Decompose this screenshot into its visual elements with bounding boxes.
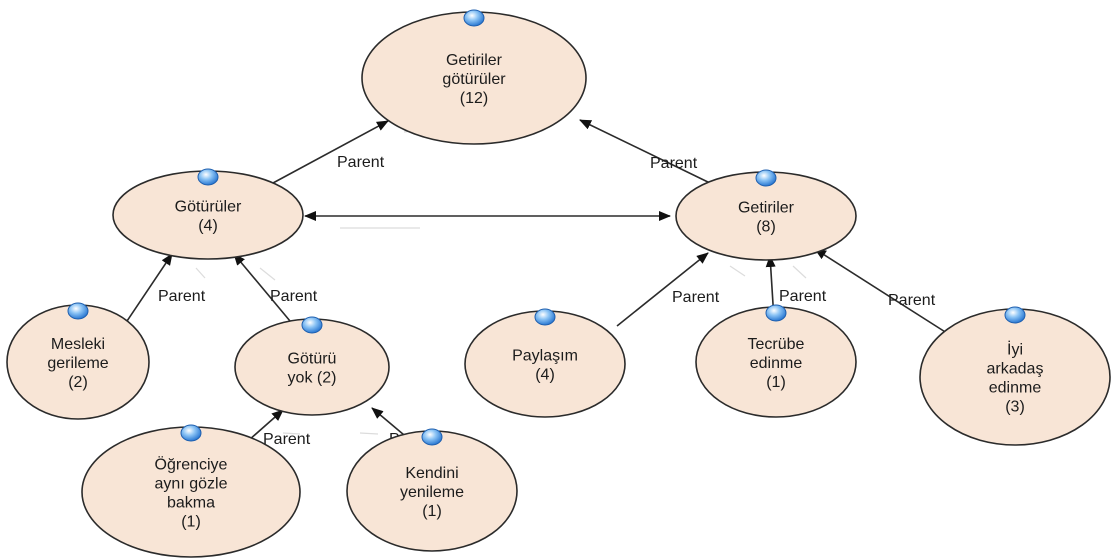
node-status-icon bbox=[67, 302, 89, 320]
node-status-icon bbox=[421, 428, 443, 446]
edge-label-parent: Parent bbox=[650, 155, 698, 172]
edge-label-parent: Parent bbox=[158, 288, 206, 305]
node-status-icon bbox=[1004, 306, 1026, 324]
edge-label-parent: Parent bbox=[672, 289, 720, 306]
edge-goturu-yok-to-goturuler: Parent bbox=[233, 253, 318, 322]
node-label-line: aynı gözle bbox=[155, 476, 228, 493]
node-tecrube-edinme[interactable]: Tecrübe edinme (1) bbox=[695, 304, 857, 418]
node-status-icon bbox=[534, 308, 556, 326]
node-label-line: Getiriler bbox=[446, 52, 503, 69]
edge-label-parent: Parent bbox=[263, 431, 311, 448]
node-label-line: (3) bbox=[1005, 399, 1025, 416]
edge-line bbox=[233, 253, 291, 322]
node-paylasim[interactable]: Paylaşım (4) bbox=[464, 308, 626, 418]
node-status-icon bbox=[755, 169, 777, 187]
node-label-line: Mesleki bbox=[51, 336, 105, 353]
node-label-line: (4) bbox=[198, 218, 218, 235]
node-label-line: yenileme bbox=[400, 484, 464, 501]
node-label-line: (1) bbox=[422, 503, 442, 520]
node-label-line: edinme bbox=[750, 355, 803, 372]
edge-label-parent: Parent bbox=[337, 154, 385, 171]
node-label-line: Öğrenciye bbox=[155, 456, 228, 474]
edge-line bbox=[616, 252, 709, 327]
node-getiriler[interactable]: Getiriler (8) bbox=[675, 169, 857, 261]
node-kendini-yenileme[interactable]: Kendini yenileme (1) bbox=[346, 428, 518, 552]
node-status-icon bbox=[197, 168, 219, 186]
node-status-icon bbox=[463, 9, 485, 27]
node-label-line: arkadaş bbox=[987, 361, 1044, 378]
node-status-icon bbox=[301, 316, 323, 334]
edge-label-parent: Parent bbox=[270, 288, 318, 305]
node-label-line: edinme bbox=[989, 380, 1042, 397]
nodes-layer: Getiriler götürüler (12) Götürüler (4) Getiri… bbox=[6, 9, 1111, 558]
edge-mesleki-to-goturuler: Parent bbox=[126, 253, 206, 322]
node-goturuler[interactable]: Götürüler (4) bbox=[112, 168, 304, 260]
edge-line bbox=[814, 248, 951, 336]
node-label-line: (8) bbox=[756, 219, 776, 236]
node-label-line: (2) bbox=[68, 374, 88, 391]
node-mesleki-gerileme[interactable]: Mesleki gerileme (2) bbox=[6, 302, 150, 420]
node-label-line: (1) bbox=[766, 374, 786, 391]
node-label-line: (1) bbox=[181, 514, 201, 531]
node-label-line: Kendini bbox=[405, 465, 458, 482]
node-label-line: bakma bbox=[167, 495, 215, 512]
edge-goturuler-to-root: Parent bbox=[272, 120, 389, 184]
node-label-line: götürüler bbox=[442, 71, 506, 88]
node-label-line: yok (2) bbox=[288, 370, 337, 387]
edge-line bbox=[272, 120, 389, 184]
edge-getiriler-to-root: Parent bbox=[579, 119, 713, 185]
node-label-line: (4) bbox=[535, 367, 555, 384]
node-goturu-yok[interactable]: Götürü yok (2) bbox=[234, 316, 390, 416]
edge-line bbox=[126, 253, 173, 322]
edge-paylasim-to-getiriler: Parent bbox=[616, 252, 720, 327]
node-label-line: Getiriler bbox=[738, 200, 795, 217]
node-ogrenciye-ayni-gozle-bakma[interactable]: Öğrenciye aynı gözle bakma (1) bbox=[81, 424, 301, 558]
edge-iyi-arkadas-to-getiriler: Parent bbox=[814, 248, 951, 336]
node-label-line: Götürüler bbox=[175, 199, 242, 216]
node-label-line: (12) bbox=[460, 90, 488, 107]
node-getiriler-goturuler[interactable]: Getiriler götürüler (12) bbox=[361, 9, 587, 145]
node-status-icon bbox=[180, 424, 202, 442]
node-label-line: İyi bbox=[1007, 340, 1023, 359]
edge-label-parent: Parent bbox=[779, 288, 827, 305]
node-label-line: Tecrübe bbox=[748, 336, 805, 353]
node-status-icon bbox=[765, 304, 787, 322]
node-label-line: gerileme bbox=[47, 355, 108, 372]
node-label-line: Paylaşım bbox=[512, 348, 578, 365]
node-label-line: Götürü bbox=[288, 351, 337, 368]
edge-label-parent: Parent bbox=[888, 292, 936, 309]
node-iyi-arkadas-edinme[interactable]: İyi arkadaş edinme (3) bbox=[919, 306, 1111, 446]
edge-line bbox=[579, 119, 713, 185]
